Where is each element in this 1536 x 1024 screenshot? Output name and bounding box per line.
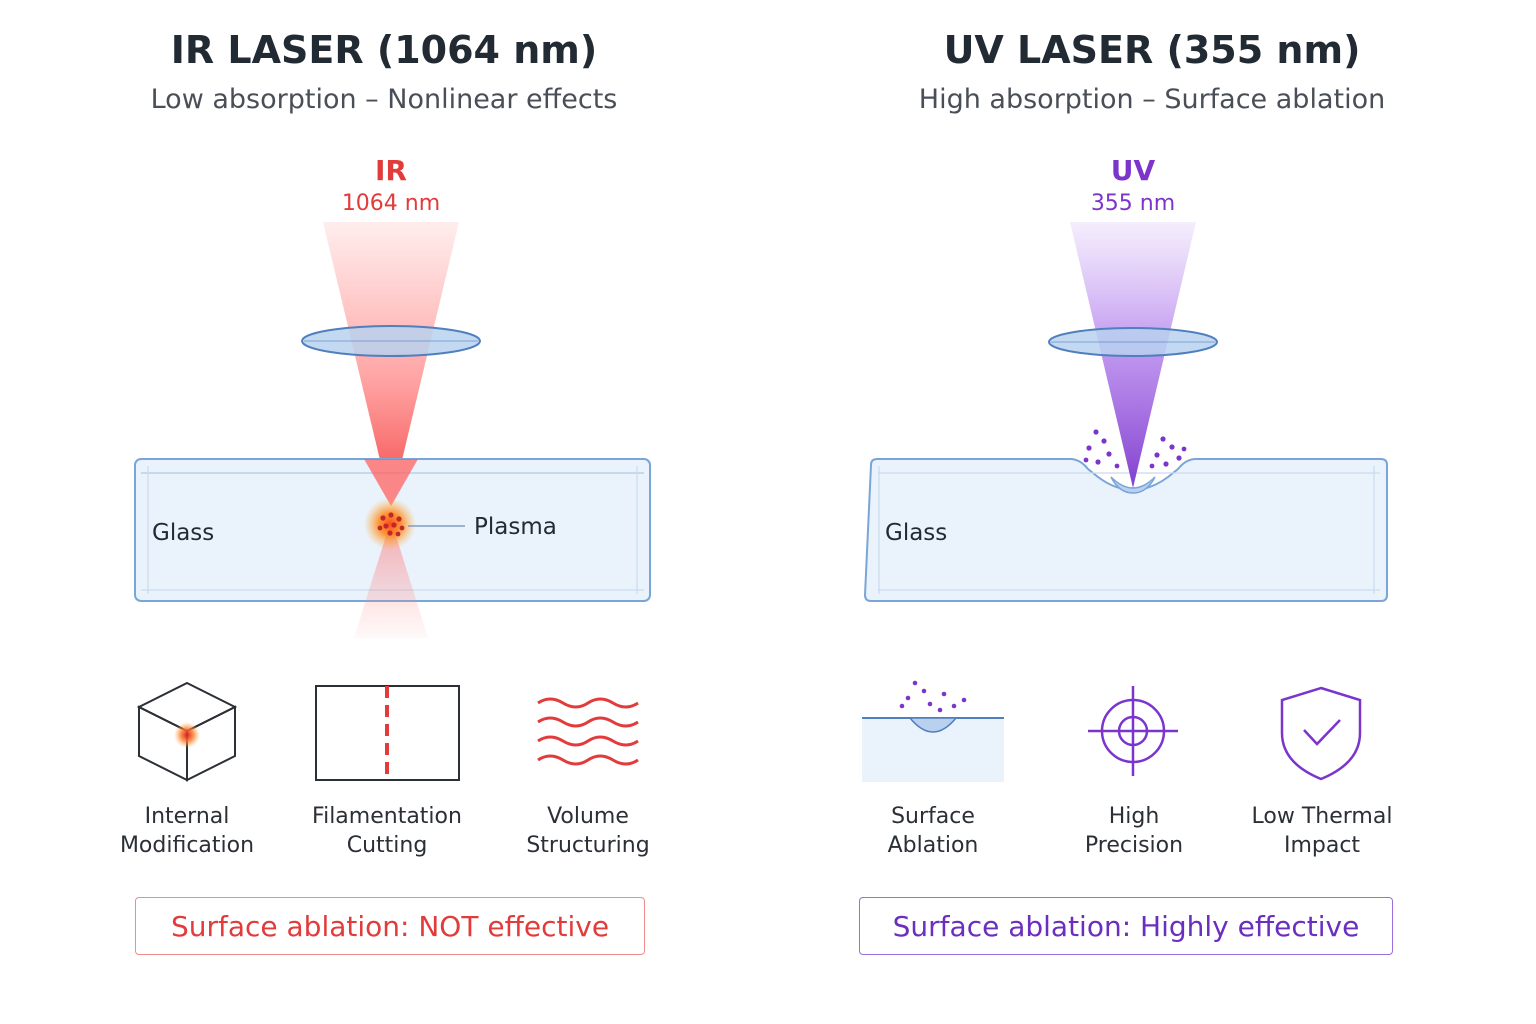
- ir-subtitle: Low absorption – Nonlinear effects: [150, 84, 618, 115]
- cube-icon: [136, 681, 238, 782]
- ir-panel: IR LASER (1064 nm) Low absorption – Nonl…: [119, 28, 651, 955]
- ir-plasma-glow: [364, 498, 416, 550]
- ablation-crater-icon: [862, 680, 1004, 782]
- ir-beam-upper: [323, 222, 459, 506]
- waves-icon: [537, 697, 639, 766]
- uv-glass-slab: [863, 458, 1388, 602]
- ir-icon-row: [136, 681, 639, 782]
- uv-title: UV LASER (355 nm): [943, 28, 1361, 72]
- ir-beam-wavelength: 1064 nm: [342, 191, 440, 216]
- crosshair-icon: [1088, 686, 1178, 776]
- shield-check-icon: [1280, 686, 1362, 781]
- ir-icon-label-2: Filamentation Cutting: [312, 804, 462, 858]
- uv-diagram: UV 355 nm Glass: [863, 154, 1388, 602]
- ir-beam-lower: [354, 520, 428, 638]
- ir-beam-label: IR: [375, 154, 407, 187]
- ir-plasma-dots: [377, 512, 405, 537]
- ir-diagram: IR 1064 nm Glass Plasma: [134, 154, 651, 638]
- uv-panel: UV LASER (355 nm) High absorption – Surf…: [768, 0, 1536, 1024]
- ir-status-box: Surface ablation: NOT effective: [135, 897, 645, 955]
- uv-icon-label-1: Surface Ablation: [887, 804, 979, 858]
- cut-line-icon: [315, 685, 460, 781]
- uv-glass-label: Glass: [885, 520, 947, 546]
- uv-beam-label: UV: [1111, 154, 1156, 187]
- uv-icon-row: [862, 680, 1362, 782]
- uv-subtitle: High absorption – Surface ablation: [918, 84, 1386, 115]
- ir-glass-label: Glass: [152, 520, 214, 546]
- uv-ejected-particles: [1083, 429, 1187, 469]
- uv-status-box: Surface ablation: Highly effective: [859, 897, 1393, 955]
- ir-plasma-label: Plasma: [474, 514, 557, 540]
- uv-icon-label-2: High Precision: [1084, 804, 1184, 858]
- ir-icon-label-3: Volume Structuring: [526, 804, 650, 858]
- uv-beam-wavelength: 355 nm: [1091, 191, 1175, 216]
- ir-icon-label-1: Internal Modification: [119, 804, 255, 858]
- uv-icon-label-3: Low Thermal Impact: [1251, 804, 1393, 858]
- ir-title: IR LASER (1064 nm): [170, 28, 598, 72]
